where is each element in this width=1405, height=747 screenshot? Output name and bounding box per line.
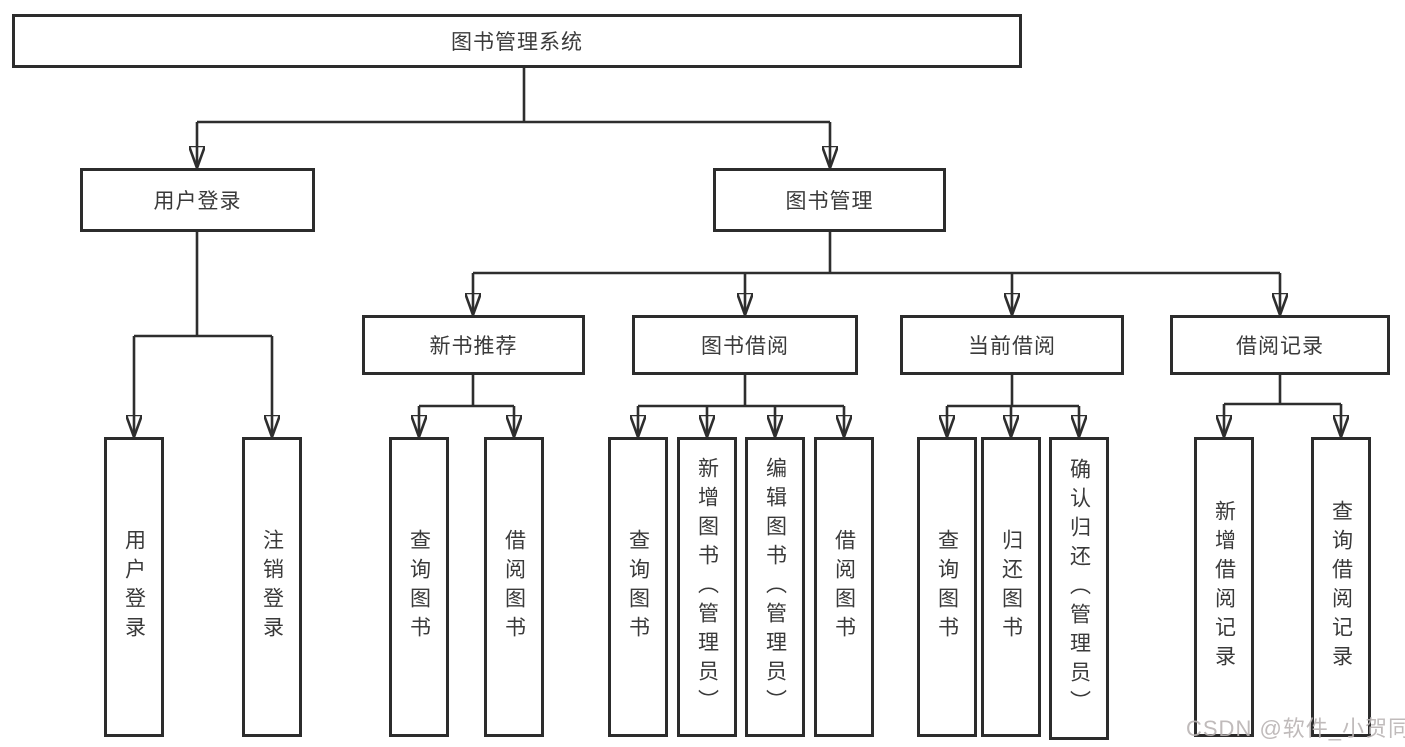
node-leaf-current-return-books: 归还图书 xyxy=(981,437,1041,737)
edge-new-book-fork xyxy=(419,375,514,408)
edge-user-login-fork xyxy=(134,232,272,338)
edge-root-fork xyxy=(197,68,830,124)
node-current-borrowing-label: 当前借阅 xyxy=(968,335,1056,358)
node-leaf-user-login: 用户登录 xyxy=(104,437,164,737)
node-leaf-records-add-record-label: 新增借阅记录 xyxy=(1212,500,1236,674)
node-leaf-borrowing-edit-books-admin: 编辑图书（管理员） xyxy=(745,437,805,737)
node-leaf-logout: 注销登录 xyxy=(242,437,302,737)
edge-book-borrowing-fork xyxy=(638,375,844,408)
node-leaf-user-login-label: 用户登录 xyxy=(122,529,146,645)
node-root: 图书管理系统 xyxy=(12,14,1022,68)
node-leaf-recommend-query-books-label: 查询图书 xyxy=(407,529,431,645)
node-leaf-records-add-record: 新增借阅记录 xyxy=(1194,437,1254,737)
node-leaf-borrowing-query-books-label: 查询图书 xyxy=(626,529,650,645)
node-leaf-current-confirm-return-admin: 确认归还（管理员） xyxy=(1049,437,1109,740)
node-borrowing-records: 借阅记录 xyxy=(1170,315,1390,375)
node-leaf-current-return-books-label: 归还图书 xyxy=(999,529,1023,645)
node-book-management: 图书管理 xyxy=(713,168,946,232)
node-leaf-borrowing-borrow-books: 借阅图书 xyxy=(814,437,874,737)
node-leaf-current-query-books: 查询图书 xyxy=(917,437,977,737)
node-leaf-borrowing-add-books-admin: 新增图书（管理员） xyxy=(677,437,737,737)
node-leaf-borrowing-query-books: 查询图书 xyxy=(608,437,668,737)
edge-borrowing-records-fork xyxy=(1224,375,1341,406)
node-book-borrowing: 图书借阅 xyxy=(632,315,858,375)
node-leaf-records-query-record: 查询借阅记录 xyxy=(1311,437,1371,737)
node-new-book-recommend: 新书推荐 xyxy=(362,315,585,375)
node-root-label: 图书管理系统 xyxy=(451,31,583,54)
node-current-borrowing: 当前借阅 xyxy=(900,315,1124,375)
node-leaf-current-confirm-return-admin-label: 确认归还（管理员） xyxy=(1067,458,1091,719)
node-leaf-borrowing-edit-books-admin-label: 编辑图书（管理员） xyxy=(763,456,787,718)
node-leaf-borrowing-add-books-admin-label: 新增图书（管理员） xyxy=(695,456,719,718)
node-new-book-recommend-label: 新书推荐 xyxy=(429,335,518,358)
node-leaf-records-query-record-label: 查询借阅记录 xyxy=(1329,500,1353,674)
node-leaf-recommend-query-books: 查询图书 xyxy=(389,437,449,737)
node-leaf-recommend-borrow-books: 借阅图书 xyxy=(484,437,544,737)
node-leaf-recommend-borrow-books-label: 借阅图书 xyxy=(502,529,526,645)
edge-book-management-fork xyxy=(473,232,1280,275)
node-user-login: 用户登录 xyxy=(80,168,315,232)
node-borrowing-records-label: 借阅记录 xyxy=(1236,335,1324,358)
node-leaf-logout-label: 注销登录 xyxy=(260,529,284,645)
edge-current-borrowing-fork xyxy=(947,375,1079,408)
node-leaf-borrowing-borrow-books-label: 借阅图书 xyxy=(832,529,856,645)
node-leaf-current-query-books-label: 查询图书 xyxy=(935,529,959,645)
node-user-login-label: 用户登录 xyxy=(153,190,242,213)
node-book-borrowing-label: 图书借阅 xyxy=(701,335,789,358)
csdn-watermark: CSDN @软件_小贺同学 xyxy=(1186,716,1405,741)
node-book-management-label: 图书管理 xyxy=(785,190,874,213)
